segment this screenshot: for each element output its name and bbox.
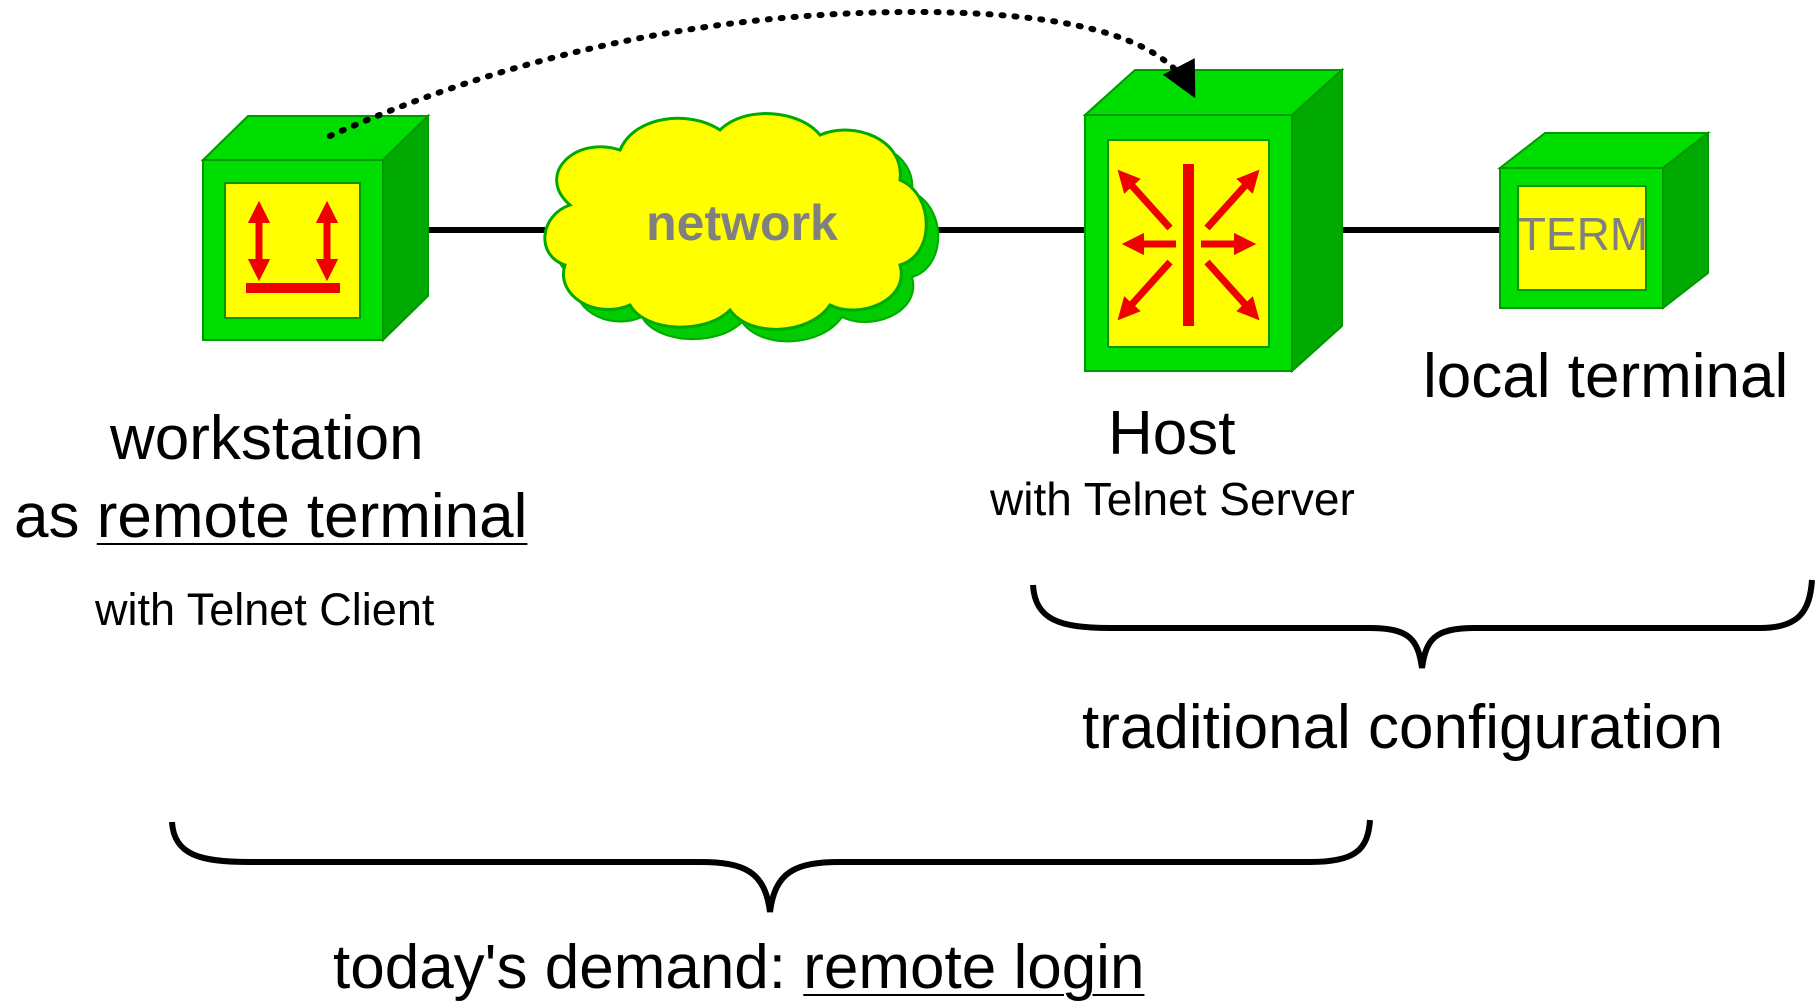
terminal-box: TERM <box>1497 130 1711 311</box>
updown-arrows-icon <box>246 200 340 293</box>
network-label: network <box>646 195 838 251</box>
workstation-role-text: remote terminal <box>96 482 528 551</box>
traditional-brace <box>1030 579 1815 669</box>
network-cloud: network <box>543 112 940 343</box>
demand-text: remote login <box>803 933 1145 1002</box>
workstation-box <box>200 113 431 343</box>
demand-label: today's demand: remote login <box>333 937 1144 999</box>
demand-prefix: today's demand: <box>333 933 804 1002</box>
local-terminal-title: local terminal <box>1423 342 1789 411</box>
demand-brace <box>169 819 1373 913</box>
host-box <box>1082 67 1345 374</box>
remote-session-arc <box>327 8 1196 139</box>
workstation-sub: with Telnet Client <box>95 584 435 635</box>
host-sub: with Telnet Server <box>990 473 1355 525</box>
workstation-title: workstation <box>110 404 424 473</box>
term-label: TERM <box>1518 208 1648 260</box>
traditional-configuration-label: traditional configuration <box>1082 693 1724 762</box>
star-arrows-icon <box>1117 164 1260 326</box>
workstation-role-prefix: as <box>14 482 97 551</box>
host-title: Host <box>1108 399 1236 468</box>
workstation-role: as remote terminal <box>14 486 527 548</box>
